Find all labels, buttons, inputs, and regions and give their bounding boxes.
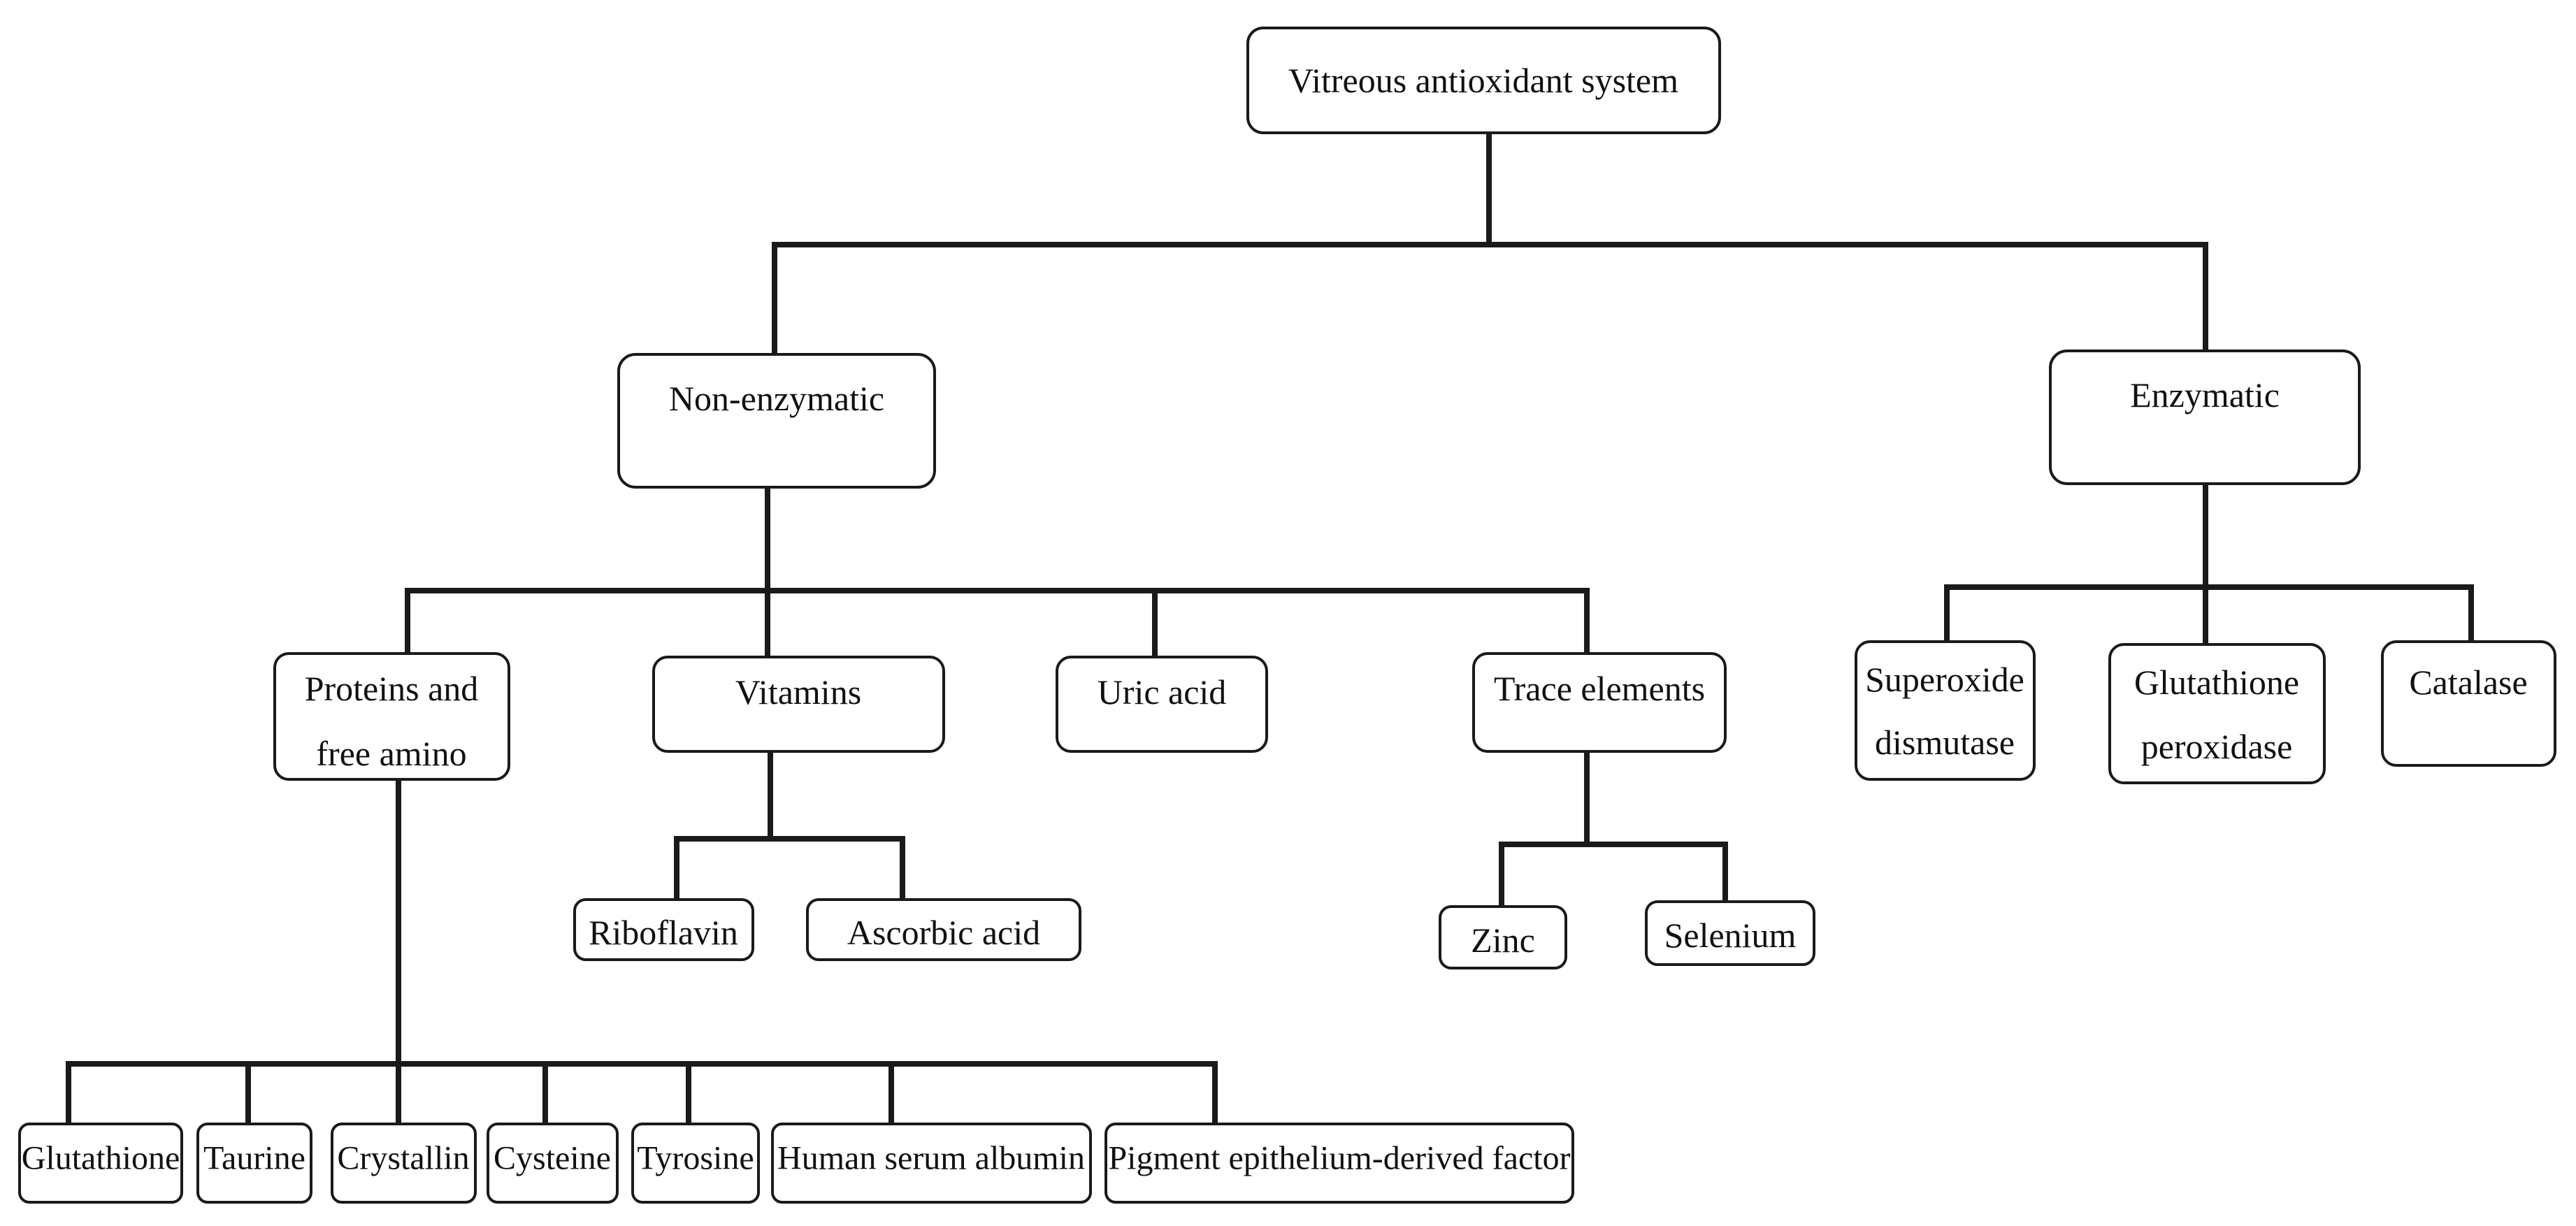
node-human-serum-albumin: Human serum albumin <box>771 1123 1092 1204</box>
node-selenium-label: Selenium <box>1664 916 1797 955</box>
node-enzymatic: Enzymatic <box>2049 349 2361 485</box>
node-glutathione: Glutathione <box>18 1123 183 1204</box>
node-vitamins: Vitamins <box>652 656 945 753</box>
node-ascorbic-acid-label: Ascorbic acid <box>847 913 1040 952</box>
node-pedf-label: Pigment epithelium-derived factor <box>1108 1140 1570 1177</box>
node-cysteine: Cysteine <box>487 1123 619 1204</box>
node-vitamins-label: Vitamins <box>735 672 861 712</box>
node-superoxide-label-line1: Superoxide <box>1865 660 2024 699</box>
node-glutathione-peroxidase-label-line1: Glutathione <box>2134 663 2299 702</box>
node-superoxide-dismutase: Superoxide dismutase <box>1855 640 2036 781</box>
node-tyrosine-label: Tyrosine <box>637 1140 754 1177</box>
node-uric-acid: Uric acid <box>1056 656 1268 753</box>
node-catalase: Catalase <box>2381 640 2556 767</box>
node-crystallin-label: Crystallin <box>337 1140 469 1177</box>
node-crystallin: Crystallin <box>331 1123 477 1204</box>
node-proteins-label-line2: free amino <box>316 734 466 773</box>
node-glutathione-label: Glutathione <box>22 1140 180 1177</box>
node-zinc: Zinc <box>1439 905 1567 969</box>
node-zinc-label: Zinc <box>1471 921 1535 960</box>
node-superoxide-label-line2: dismutase <box>1875 723 2015 762</box>
node-riboflavin-label: Riboflavin <box>589 913 738 952</box>
node-catalase-label: Catalase <box>2409 663 2527 702</box>
node-taurine-label: Taurine <box>203 1140 305 1177</box>
node-proteins-free-amino: Proteins and free amino <box>273 652 510 781</box>
connectors <box>66 130 2474 1127</box>
node-trace-elements: Trace elements <box>1472 652 1727 753</box>
node-cysteine-label: Cysteine <box>494 1140 611 1177</box>
node-glutathione-peroxidase-label-line2: peroxidase <box>2141 727 2293 766</box>
node-enzymatic-label: Enzymatic <box>2130 375 2280 414</box>
node-non-enzymatic: Non-enzymatic <box>617 353 936 489</box>
node-trace-elements-label: Trace elements <box>1494 669 1705 708</box>
node-human-serum-albumin-label: Human serum albumin <box>777 1140 1085 1177</box>
node-root-label: Vitreous antioxidant system <box>1288 61 1678 100</box>
node-glutathione-peroxidase: Glutathione peroxidase <box>2108 643 2326 784</box>
node-ascorbic-acid: Ascorbic acid <box>806 898 1081 961</box>
node-tyrosine: Tyrosine <box>631 1123 760 1204</box>
node-proteins-label-line1: Proteins and <box>305 669 479 708</box>
node-pigment-epithelium-derived-factor: Pigment epithelium-derived factor <box>1104 1123 1574 1204</box>
node-uric-acid-label: Uric acid <box>1098 672 1227 712</box>
node-taurine: Taurine <box>196 1123 312 1204</box>
node-root: Vitreous antioxidant system <box>1246 27 1721 134</box>
node-non-enzymatic-label: Non-enzymatic <box>669 379 884 418</box>
node-riboflavin: Riboflavin <box>573 898 754 961</box>
node-selenium: Selenium <box>1645 900 1815 966</box>
